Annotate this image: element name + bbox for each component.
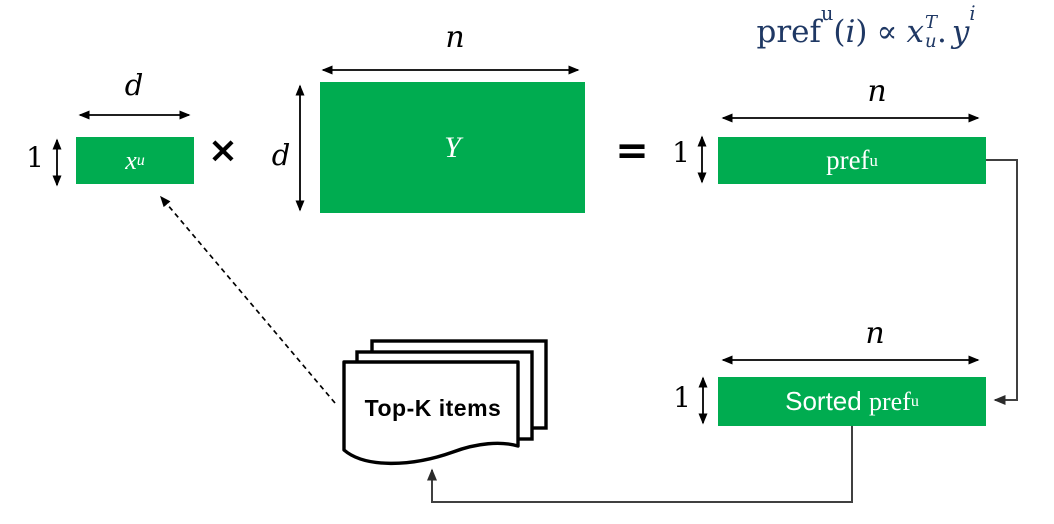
Y-width-label: n (445, 20, 465, 55)
xu-height-label: 1 (26, 141, 44, 174)
formula-x-superscript: T (924, 12, 937, 33)
document-page-front (342, 360, 520, 466)
equals-operator: = (615, 128, 649, 174)
pref-width-label: n (867, 74, 887, 109)
Y-label: Y (444, 130, 461, 164)
formula-x-subscript: u (924, 30, 937, 52)
dashed-arrow-topk-to-xu (160, 195, 336, 404)
multiply-operator: × (207, 130, 239, 171)
formula-func: pref (756, 14, 821, 50)
topk-items-label: Top-K items (364, 395, 502, 421)
formula-propto: ∝ (876, 14, 898, 50)
xu-label: x (125, 145, 137, 175)
sorted-pref-label: pref (868, 386, 911, 416)
sorted-height-label: 1 (673, 381, 691, 414)
document-stack-icon (342, 339, 548, 466)
pref-height-label: 1 (672, 136, 690, 169)
sorted-label-prefix: Sorted (785, 386, 869, 416)
connector-pref-to-sorted (986, 159, 1018, 405)
Y-height-label: d (271, 138, 291, 172)
formula-arg-open: ( (833, 14, 846, 50)
formula-y-var: y (951, 14, 970, 50)
formula-arg: i (845, 14, 856, 50)
formula-arg-close: ) (855, 14, 868, 50)
Y-matrix-box: Y (320, 82, 585, 213)
xu-width-label: d (124, 68, 144, 102)
sorted-width-label: n (865, 316, 885, 351)
formula-dot: . (936, 14, 947, 50)
connector-sorted-to-topk (427, 426, 853, 503)
pref-label: pref (826, 145, 870, 175)
formula-x-var: x (906, 14, 924, 50)
